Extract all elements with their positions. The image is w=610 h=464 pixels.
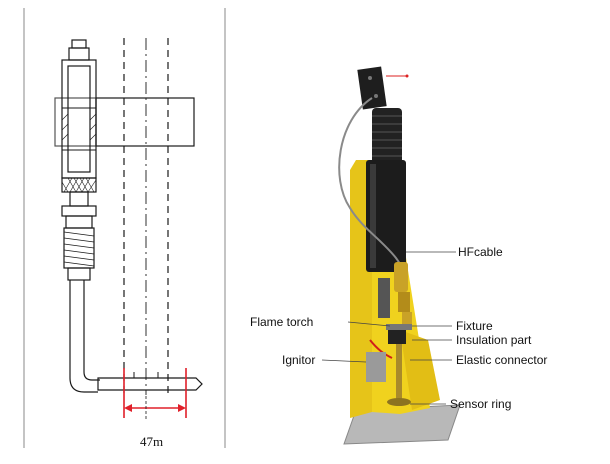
dimension-label: 47m xyxy=(140,434,163,449)
sensor-rod xyxy=(396,344,402,400)
middle-connector xyxy=(69,191,89,207)
label-insulation-part: Insulation part xyxy=(456,333,532,347)
label-sensor-ring: Sensor ring xyxy=(450,397,511,411)
mount-block xyxy=(95,97,195,147)
top-cap xyxy=(71,39,87,49)
technical-drawing xyxy=(23,8,226,448)
label-flame-torch: Flame torch xyxy=(250,315,313,329)
tube-elbow-inner xyxy=(83,371,100,381)
label-hf-cable: HFcable xyxy=(458,245,503,259)
device-illustration xyxy=(338,66,461,445)
label-ignitor: Ignitor xyxy=(282,353,315,367)
knurled-nut xyxy=(61,177,97,193)
sensor-ring-disc xyxy=(387,398,411,406)
sensor-plate xyxy=(97,377,203,391)
yellow-foot xyxy=(400,330,440,410)
ignitor-body xyxy=(366,352,386,382)
top-stem xyxy=(68,47,90,61)
ignitor-wire xyxy=(369,339,393,359)
spring-coils xyxy=(63,231,95,267)
label-elastic-connector: Elastic connector xyxy=(456,353,547,367)
bellows xyxy=(372,108,402,166)
label-fixture: Fixture xyxy=(456,319,493,333)
brass-connectors xyxy=(378,262,412,330)
tube-elbow-outer xyxy=(69,377,98,393)
insulation-block xyxy=(388,330,406,344)
dimension-annotation xyxy=(123,368,187,420)
upper-body-inner xyxy=(67,65,91,173)
leader-lines xyxy=(321,251,456,405)
top-bracket xyxy=(357,66,387,110)
body-hatching xyxy=(61,113,97,141)
